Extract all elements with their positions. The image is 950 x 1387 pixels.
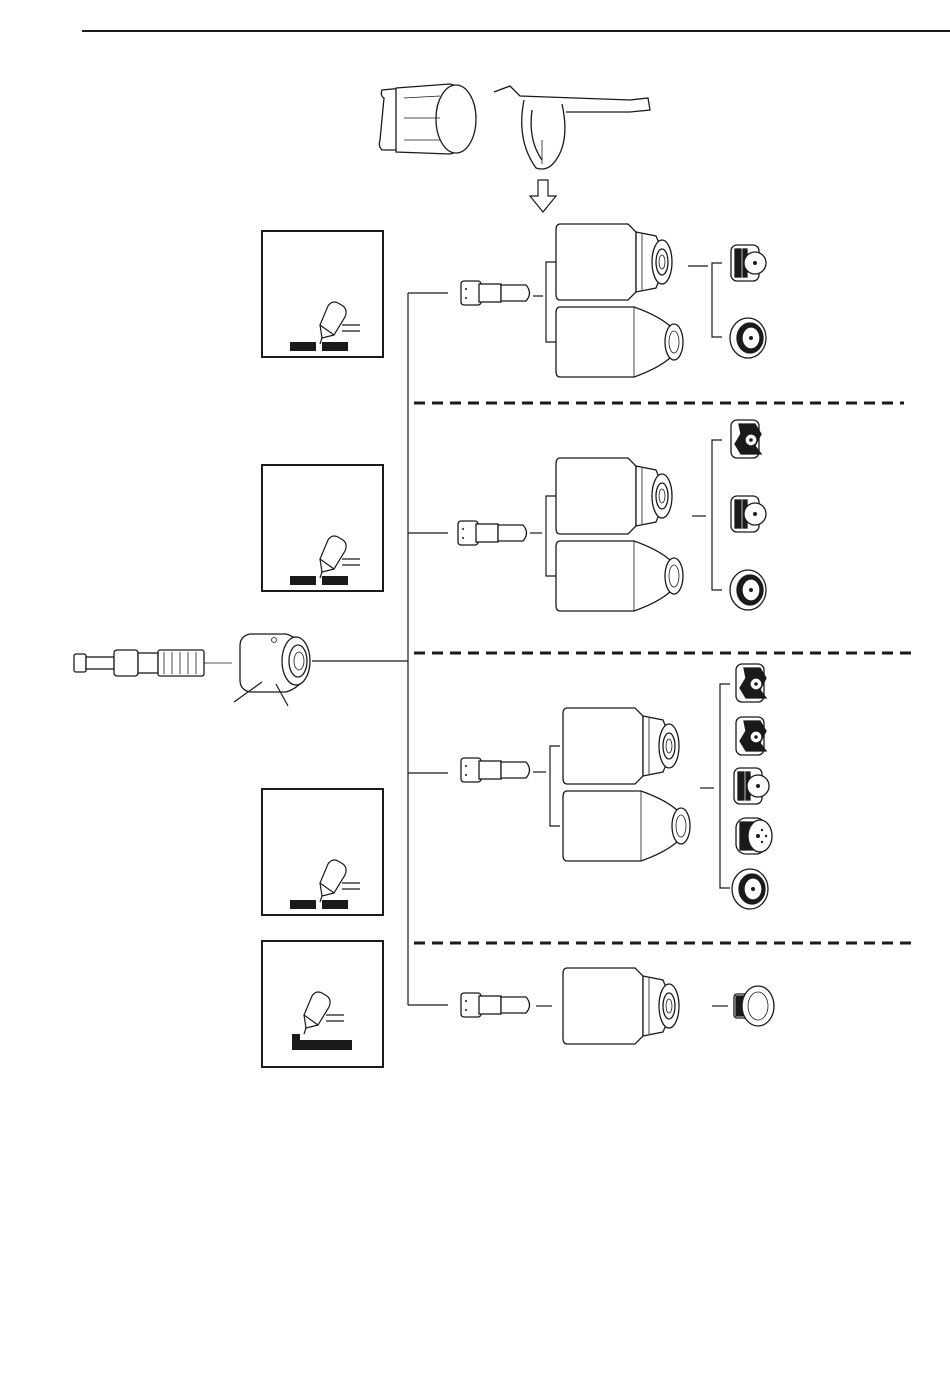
gouging-box bbox=[262, 941, 383, 1067]
group-4 bbox=[461, 968, 774, 1044]
torch-body bbox=[234, 634, 310, 706]
shield-2c bbox=[730, 570, 766, 610]
cup-tall-4 bbox=[563, 968, 679, 1044]
cup-tall-1 bbox=[556, 224, 672, 300]
shield-1b bbox=[730, 318, 766, 358]
nozzle-3b bbox=[736, 717, 766, 755]
process-box-2 bbox=[262, 465, 383, 591]
nozzle-3c bbox=[734, 768, 769, 804]
connector-tree bbox=[312, 293, 448, 1005]
group-1 bbox=[461, 224, 766, 377]
electrode-1 bbox=[461, 281, 530, 305]
shield-3e bbox=[732, 869, 768, 909]
electrode-4 bbox=[461, 993, 530, 1017]
nozzle-1a bbox=[731, 245, 766, 281]
arrow-down-icon bbox=[530, 180, 556, 212]
cup-tall-2 bbox=[556, 458, 672, 534]
group-2 bbox=[458, 420, 766, 611]
nozzle-3d bbox=[736, 818, 772, 854]
cup-tall-3 bbox=[563, 708, 679, 784]
group-3 bbox=[461, 664, 772, 909]
nozzle-3a bbox=[736, 664, 766, 702]
nozzle-2a bbox=[731, 420, 761, 458]
cup-cone-3 bbox=[563, 791, 690, 861]
cup-cone-1 bbox=[556, 307, 683, 377]
torch-tool bbox=[74, 650, 232, 676]
electrode-3 bbox=[461, 758, 530, 782]
process-box-1 bbox=[262, 231, 383, 357]
cup-cone-2 bbox=[556, 541, 683, 611]
gouging-nozzle bbox=[734, 986, 774, 1026]
circle-cutting-guide bbox=[494, 86, 650, 169]
process-box-3 bbox=[262, 789, 383, 915]
sleeve-part bbox=[379, 84, 476, 154]
electrode-2 bbox=[458, 521, 527, 545]
nozzle-2b bbox=[731, 496, 766, 532]
